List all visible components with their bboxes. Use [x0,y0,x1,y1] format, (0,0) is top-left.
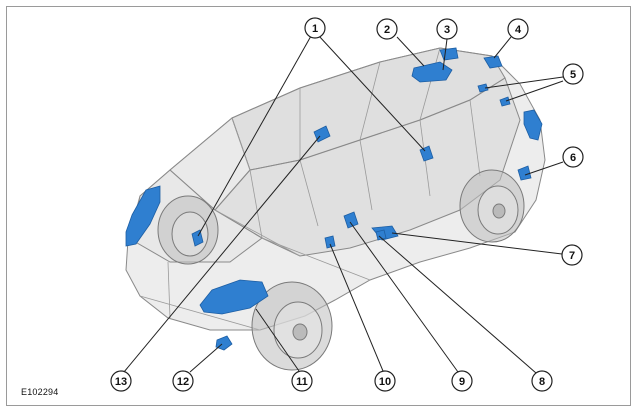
callout-5: 5 [562,63,584,85]
front-left-wheel [251,281,333,371]
component-module-2 [411,61,453,83]
component-module-8 [375,229,387,241]
callout-11-label: 11 [296,376,308,388]
leader-1a [197,35,312,237]
component-left-headlamp [199,279,269,315]
callout-6-label: 6 [570,152,576,164]
leader-9 [349,221,459,373]
component-module-6 [517,165,532,181]
callouts: 1 2 3 4 5 6 7 8 [110,17,584,392]
component-rear-lamp [523,109,543,141]
component-module-4 [483,55,503,69]
leader-1b [318,35,426,152]
callout-7-label: 7 [569,250,575,262]
leader-2 [396,36,425,67]
callout-9: 9 [451,370,473,392]
callout-8-label: 8 [539,376,545,388]
callout-4: 4 [507,18,529,40]
leader-12 [189,343,223,373]
component-module-12 [215,335,233,351]
callout-10: 10 [374,370,396,392]
callout-7: 7 [561,244,583,266]
callout-12: 12 [172,370,194,392]
callout-12-label: 12 [177,376,189,388]
component-module-5b [499,96,511,107]
wheels [157,169,525,371]
callout-3: 3 [436,18,458,40]
front-right-wheel [157,195,219,265]
component-module-9 [343,211,359,229]
vehicle-body [125,47,546,331]
callout-4-label: 4 [515,24,522,36]
callout-1-label: 1 [312,23,318,35]
leader-13 [123,135,321,373]
callout-2-label: 2 [384,24,390,36]
highlighted-components [125,47,543,351]
vehicle-structure-lines [139,47,481,331]
leader-4 [493,36,512,59]
callout-13-label: 13 [115,376,127,388]
callout-3-label: 3 [444,24,450,36]
figure-id-label: E102294 [21,387,59,397]
leader-7 [391,232,563,255]
leader-5a [484,76,564,89]
callout-13: 13 [110,370,132,392]
callout-6: 6 [562,146,584,168]
callout-10-label: 10 [379,376,391,388]
callout-5-label: 5 [570,69,576,81]
leader-5b [505,80,564,102]
callout-2: 2 [376,18,398,40]
callout-1: 1 [304,17,326,39]
leader-lines [123,35,564,374]
callout-11: 11 [291,370,313,392]
rear-left-wheel [459,169,525,243]
callout-9-label: 9 [459,376,465,388]
component-module-5a [477,83,489,93]
component-module-10 [324,235,336,249]
component-module-1a [191,229,204,247]
component-right-headlamp [125,185,161,247]
leader-8 [378,235,537,374]
leader-10 [329,243,384,372]
leader-11 [255,308,300,372]
leader-3 [442,38,448,71]
callout-8: 8 [531,370,553,392]
leader-6 [524,161,564,176]
